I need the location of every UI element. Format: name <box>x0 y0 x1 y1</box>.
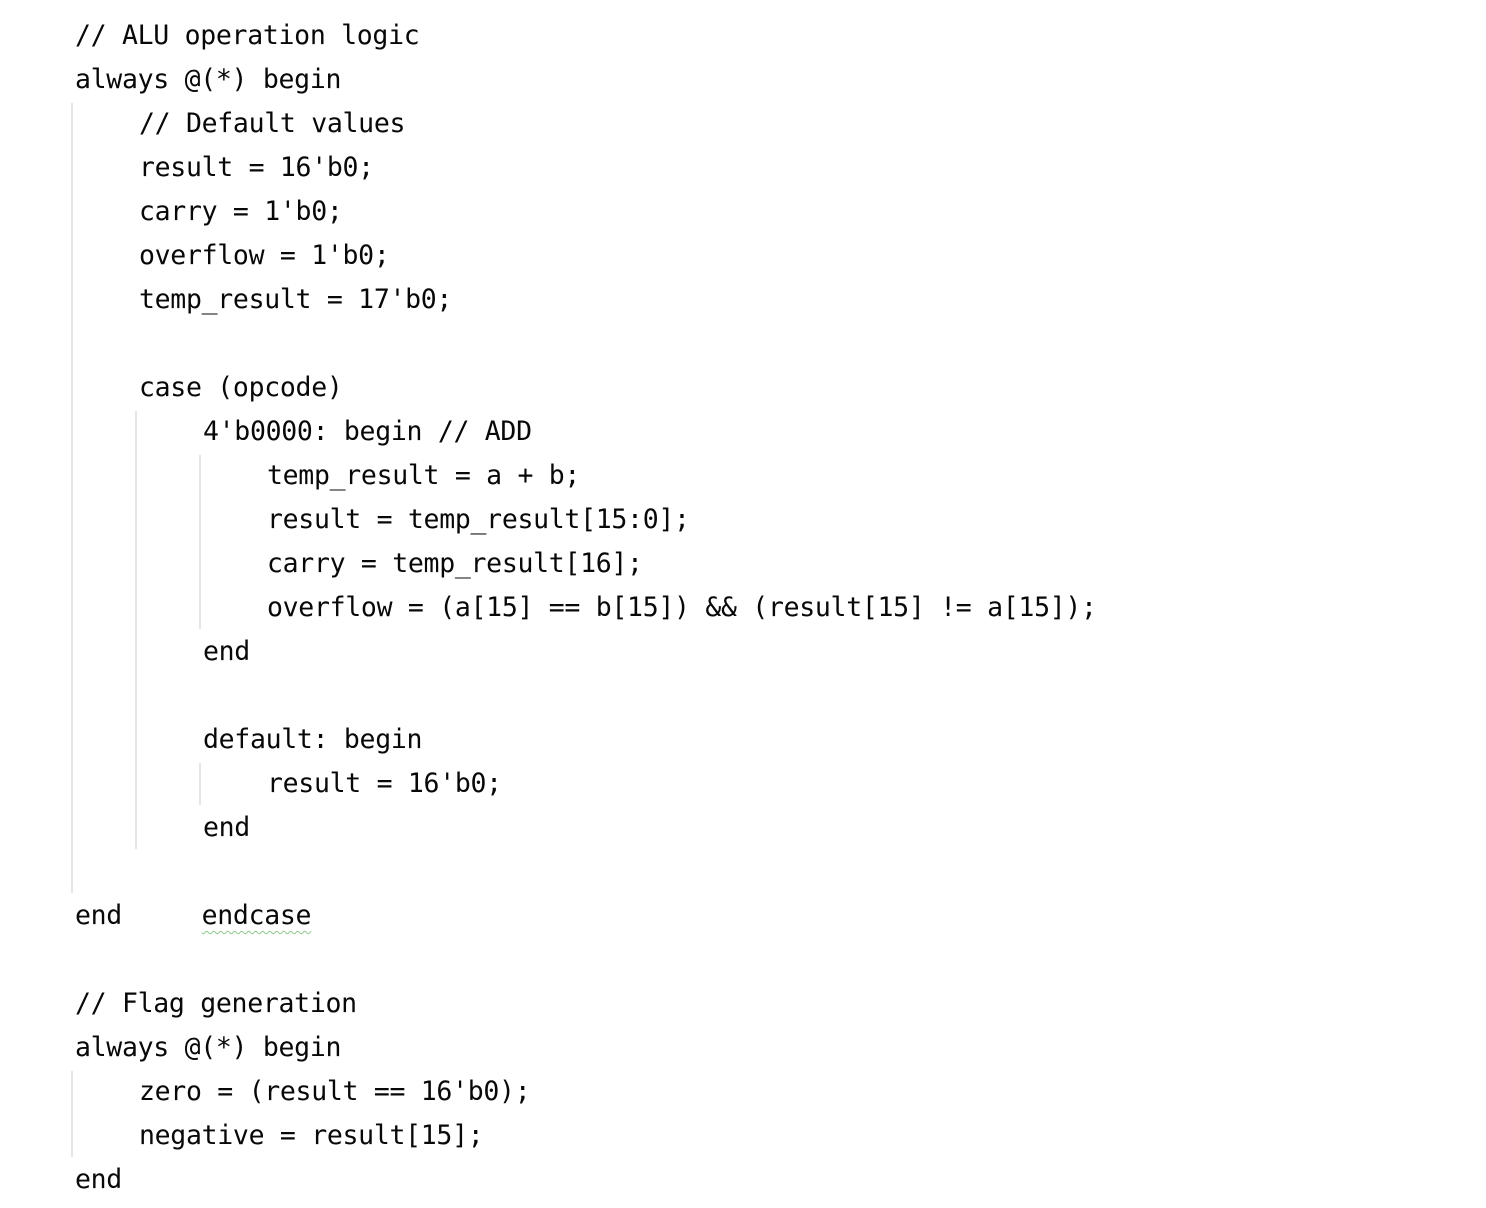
indent-guide <box>71 103 73 893</box>
code-line[interactable]: always @(*) begin <box>75 1032 342 1063</box>
code-line[interactable]: end <box>75 1164 122 1195</box>
code-line[interactable]: case (opcode) <box>139 372 343 403</box>
code-line[interactable]: carry = 1'b0; <box>139 196 343 227</box>
indent-guide <box>71 1071 73 1157</box>
indent-guide <box>199 455 201 629</box>
code-line[interactable]: default: begin <box>203 724 423 755</box>
code-line[interactable]: overflow = 1'b0; <box>139 240 390 271</box>
code-line[interactable]: // Flag generation <box>75 988 357 1019</box>
code-line[interactable]: // Default values <box>139 108 406 139</box>
code-line[interactable]: temp_result = a + b; <box>267 460 581 491</box>
code-line[interactable]: result = 16'b0; <box>139 152 374 183</box>
code-line[interactable]: end <box>203 636 250 667</box>
code-line[interactable]: temp_result = 17'b0; <box>139 284 453 315</box>
code-line[interactable]: carry = temp_result[16]; <box>267 548 643 579</box>
code-line[interactable]: // ALU operation logic <box>75 20 420 51</box>
warning-squiggle[interactable]: endcase <box>201 900 312 931</box>
code-line[interactable]: result = 16'b0; <box>267 768 502 799</box>
code-line[interactable]: end <box>203 812 250 843</box>
code-line[interactable]: always @(*) begin <box>75 64 342 95</box>
code-line[interactable]: result = temp_result[15:0]; <box>267 504 690 535</box>
indent-guide <box>199 763 201 805</box>
code-line[interactable]: negative = result[15]; <box>139 1120 484 1151</box>
indent-guide <box>135 411 137 849</box>
code-line[interactable]: overflow = (a[15] == b[15]) && (result[1… <box>267 592 1097 623</box>
code-line[interactable]: 4'b0000: begin // ADD <box>203 416 532 447</box>
code-line[interactable]: end <box>75 900 122 931</box>
code-line[interactable]: zero = (result == 16'b0); <box>139 1076 531 1107</box>
code-line-warning[interactable]: endcase <box>139 850 312 931</box>
